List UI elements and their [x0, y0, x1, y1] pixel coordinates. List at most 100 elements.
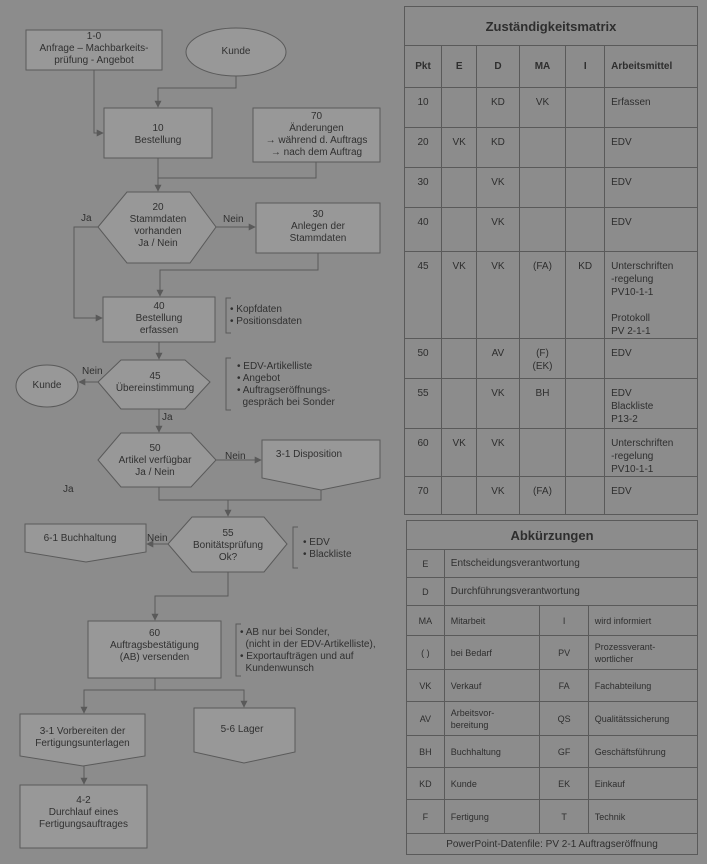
- decision-55-number: 55: [222, 528, 234, 539]
- matrix-cell: [565, 476, 606, 515]
- matrix-cell: VK: [476, 207, 520, 252]
- abbrev-value: Prozessverant- wortlicher: [587, 635, 699, 670]
- matrix-cell: KD: [476, 87, 520, 128]
- matrix-cell: 55: [403, 378, 443, 429]
- note-40-line2: • Positionsdaten: [230, 316, 302, 327]
- abbrev-key: BH: [406, 735, 445, 768]
- matrix-cell: EDV: [604, 476, 698, 515]
- matrix-cell: [565, 127, 606, 168]
- matrix-cell: VK: [476, 476, 520, 515]
- note-step-60: • AB nur bei Sonder, (nicht in der EDV-A…: [240, 627, 376, 675]
- matrix-cell: [565, 87, 606, 128]
- decision-55-line2: Bonitätsprüfung: [192, 540, 264, 551]
- matrix-cell: (F) (EK): [518, 338, 567, 379]
- matrix-cell: AV: [476, 338, 520, 379]
- matrix-cell: VK: [476, 167, 520, 208]
- decision-50-line3: Ja / Nein: [135, 467, 175, 478]
- process-4-2-line3: Fertigungsauftrages: [39, 819, 128, 830]
- step-60-number: 60: [148, 628, 161, 639]
- matrix-cell: EDV: [604, 167, 698, 208]
- decision-50-line2: Artikel verfügbar: [118, 455, 192, 466]
- matrix-header-0: Pkt: [403, 45, 443, 88]
- matrix-cell: BH: [518, 378, 567, 429]
- matrix-cell: [565, 167, 606, 208]
- process-1-0-line2: Anfrage – Machbarkeits-: [39, 43, 149, 54]
- step-30: 30 Anlegen der Stammdaten: [256, 209, 380, 245]
- step-40: 40 Bestellung erfassen: [103, 301, 215, 337]
- abbrev-key: FA: [539, 669, 589, 702]
- matrix-cell: EDV Blackliste P13-2: [604, 378, 698, 429]
- abbrev-value: Entscheidungsverantwortung: [443, 549, 699, 578]
- step-60-line2: Auftragsbestätigung: [110, 640, 199, 651]
- step-10: 10 Bestellung: [104, 123, 212, 147]
- note-55-line2: • Blackliste: [303, 549, 352, 560]
- abbrev-value: Arbeitsvor- bereitung: [443, 701, 541, 736]
- matrix-cell: Unterschriften -regelung PV10-1-1 Protok…: [604, 251, 698, 339]
- decision-20-line3: vorhanden: [134, 226, 182, 237]
- matrix-cell: EDV: [604, 207, 698, 252]
- label-ja-45: Ja: [162, 412, 173, 423]
- matrix-cell: VK: [476, 428, 520, 477]
- matrix-header-2: D: [476, 45, 520, 88]
- abbrev-value: Einkauf: [587, 767, 699, 800]
- matrix-cell: KD: [476, 127, 520, 168]
- step-10-number: 10: [152, 123, 164, 134]
- decision-20-number: 20: [152, 202, 164, 213]
- disposition-node: 3-1 Disposition: [275, 449, 343, 460]
- matrix-cell: [565, 338, 606, 379]
- note-45-line2: • Angebot: [237, 373, 280, 384]
- matrix-cell: 30: [403, 167, 443, 208]
- matrix-header-5: Arbeitsmittel: [604, 45, 698, 88]
- matrix-cell: VK: [441, 127, 478, 168]
- process-1-0: 1-0 Anfrage – Machbarkeits- prüfung - An…: [26, 31, 162, 67]
- decision-20: 20 Stammdaten vorhanden Ja / Nein: [108, 202, 208, 250]
- matrix-cell: [441, 167, 478, 208]
- abbrev-value: wird informiert: [587, 605, 699, 636]
- process-4-2-number: 4-2: [76, 795, 91, 806]
- matrix-cell: EDV: [604, 338, 698, 379]
- fertigung-line1: 3-1 Vorbereiten der: [39, 726, 126, 737]
- abbrev-value: Kunde: [443, 767, 541, 800]
- abbrev-key: GF: [539, 735, 589, 768]
- step-60-line3: (AB) versenden: [119, 652, 190, 663]
- step-60: 60 Auftragsbestätigung (AB) versenden: [88, 628, 221, 664]
- matrix-cell: [441, 338, 478, 379]
- matrix-cell: VK: [476, 251, 520, 339]
- matrix-cell: 45: [403, 251, 443, 339]
- abbrev-key: VK: [406, 669, 445, 702]
- abbrev-key: KD: [406, 767, 445, 800]
- step-70: 70 Änderungen → während d. Auftrags → na…: [253, 111, 380, 159]
- kunde-top: Kunde: [221, 46, 251, 57]
- matrix-cell: [441, 476, 478, 515]
- matrix-cell: [518, 167, 567, 208]
- abbrev-key: E: [406, 549, 445, 578]
- step-10-label: Bestellung: [134, 135, 182, 146]
- note-60-line1: • AB nur bei Sonder,: [240, 627, 330, 638]
- matrix-header-3: MA: [518, 45, 567, 88]
- abbrev-value: Buchhaltung: [443, 735, 541, 768]
- abbrev-key: ( ): [406, 635, 445, 670]
- matrix-cell: VK: [441, 428, 478, 477]
- kunde-left: Kunde: [32, 380, 62, 391]
- note-step-45: • EDV-Artikelliste • Angebot • Auftragse…: [237, 361, 335, 409]
- label-nein-20: Nein: [223, 214, 244, 225]
- abbrev-key: I: [539, 605, 589, 636]
- abbrev-value: Fachabteilung: [587, 669, 699, 702]
- decision-45-label: Übereinstimmung: [115, 383, 195, 394]
- matrix-header-4: I: [565, 45, 606, 88]
- note-45-line1: • EDV-Artikelliste: [237, 361, 313, 372]
- abbrev-key: AV: [406, 701, 445, 736]
- abbrev-key: EK: [539, 767, 589, 800]
